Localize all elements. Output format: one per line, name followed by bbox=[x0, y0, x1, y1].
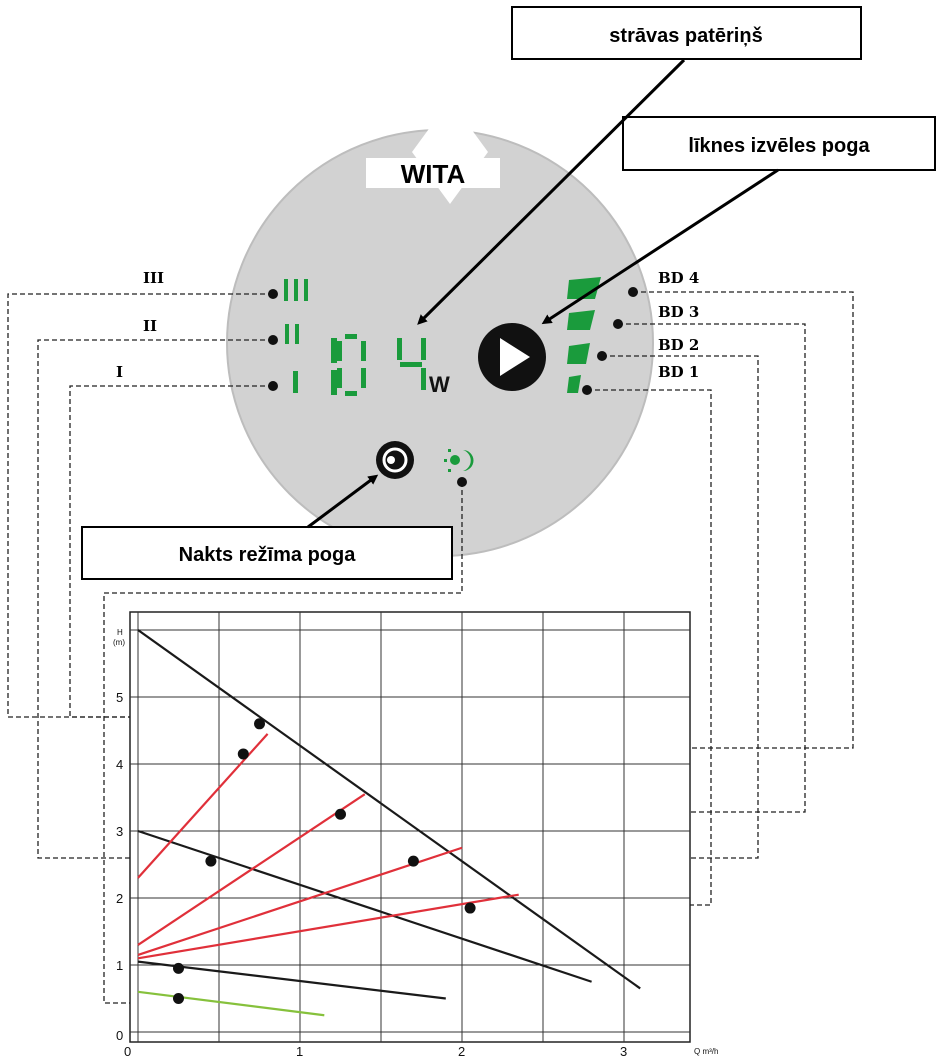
curve-bar-bd2 bbox=[567, 343, 590, 364]
curve-select-callout: līknes izvēles poga bbox=[622, 116, 936, 171]
speed-indicator-III bbox=[284, 279, 308, 301]
speed-label-II: II bbox=[143, 317, 157, 335]
series-line-7 bbox=[137, 893, 519, 960]
x-tick-label: 3 bbox=[620, 1044, 627, 1058]
brand-logo: WITA bbox=[401, 159, 466, 189]
curve-bar-bd3 bbox=[567, 310, 595, 330]
power-consumption-callout: strāvas patēriņš bbox=[511, 6, 862, 60]
series-line-1 bbox=[137, 629, 641, 990]
power-readout bbox=[331, 334, 426, 396]
x-axis-label: Q m³/h bbox=[694, 1047, 718, 1056]
night-mode-callout: Nakts režīma poga bbox=[81, 526, 453, 580]
svg-text:līknes izvēles poga: līknes izvēles poga bbox=[688, 135, 870, 157]
svg-text:Nakts režīma poga: Nakts režīma poga bbox=[179, 544, 357, 566]
y-tick-label: 4 bbox=[116, 757, 123, 772]
y-tick-label: 3 bbox=[116, 824, 123, 839]
speed-indicator-I bbox=[293, 371, 298, 393]
operating-point-3 bbox=[335, 808, 346, 820]
night-mode-arrow bbox=[307, 474, 379, 529]
y-axis-label: H bbox=[117, 628, 123, 637]
curve-label-bd4: BD 4 bbox=[658, 269, 699, 287]
brand-logo-plate bbox=[366, 158, 500, 188]
power-arrow bbox=[417, 58, 686, 325]
series-line-6 bbox=[137, 846, 463, 956]
y-tick-label: 1 bbox=[116, 958, 123, 973]
operating-point-1 bbox=[254, 718, 265, 730]
curve-label-bd3: BD 3 bbox=[658, 303, 699, 321]
curve-select-button[interactable] bbox=[478, 323, 546, 391]
curve-bar-bd4 bbox=[567, 277, 601, 299]
operating-point-2 bbox=[237, 748, 249, 760]
x-tick-label: 1 bbox=[296, 1044, 303, 1058]
speed-label-I: I bbox=[116, 363, 123, 381]
curve-label-bd1: BD 1 bbox=[658, 363, 699, 381]
speed-label-III: III bbox=[143, 269, 164, 287]
night-mode-button[interactable] bbox=[376, 441, 414, 479]
y-tick-label: 0 bbox=[116, 1028, 123, 1043]
x-tick-label: 0 bbox=[124, 1044, 131, 1058]
operating-point-5 bbox=[407, 855, 419, 867]
operating-point-8 bbox=[173, 993, 184, 1004]
y-axis-unit: (m) bbox=[113, 638, 125, 647]
leader-I bbox=[69, 385, 273, 718]
svg-text:strāvas patēriņš: strāvas patēriņš bbox=[609, 25, 762, 47]
speed-indicator-II bbox=[285, 324, 299, 344]
series-line-3 bbox=[137, 960, 446, 1000]
curve-indicator-bars bbox=[567, 277, 601, 393]
operating-point-7 bbox=[173, 962, 184, 974]
operating-point-4 bbox=[205, 855, 217, 867]
curve-select-arrow bbox=[541, 168, 779, 325]
chart-frame bbox=[129, 611, 691, 1043]
pump-control-panel: WITA W bbox=[226, 100, 654, 557]
series-line-2 bbox=[137, 829, 592, 983]
leader-night bbox=[103, 482, 463, 1004]
x-tick-label: 2 bbox=[458, 1044, 465, 1058]
y-tick-label: 5 bbox=[116, 690, 123, 705]
y-tick-label: 2 bbox=[116, 891, 123, 906]
leader-bd4 bbox=[241, 291, 854, 749]
curve-label-bd2: BD 2 bbox=[658, 336, 699, 354]
curve-bar-bd1 bbox=[567, 375, 581, 393]
operating-point-6 bbox=[464, 902, 476, 914]
pump-curve-chart: 0 1 2 3 1 2 3 4 5 0 H(m) Q m³/h bbox=[113, 611, 718, 1058]
power-unit: W bbox=[429, 372, 450, 397]
night-mode-indicator-icon bbox=[444, 449, 474, 472]
series-line-5 bbox=[137, 793, 366, 946]
series-line-8 bbox=[137, 990, 325, 1017]
